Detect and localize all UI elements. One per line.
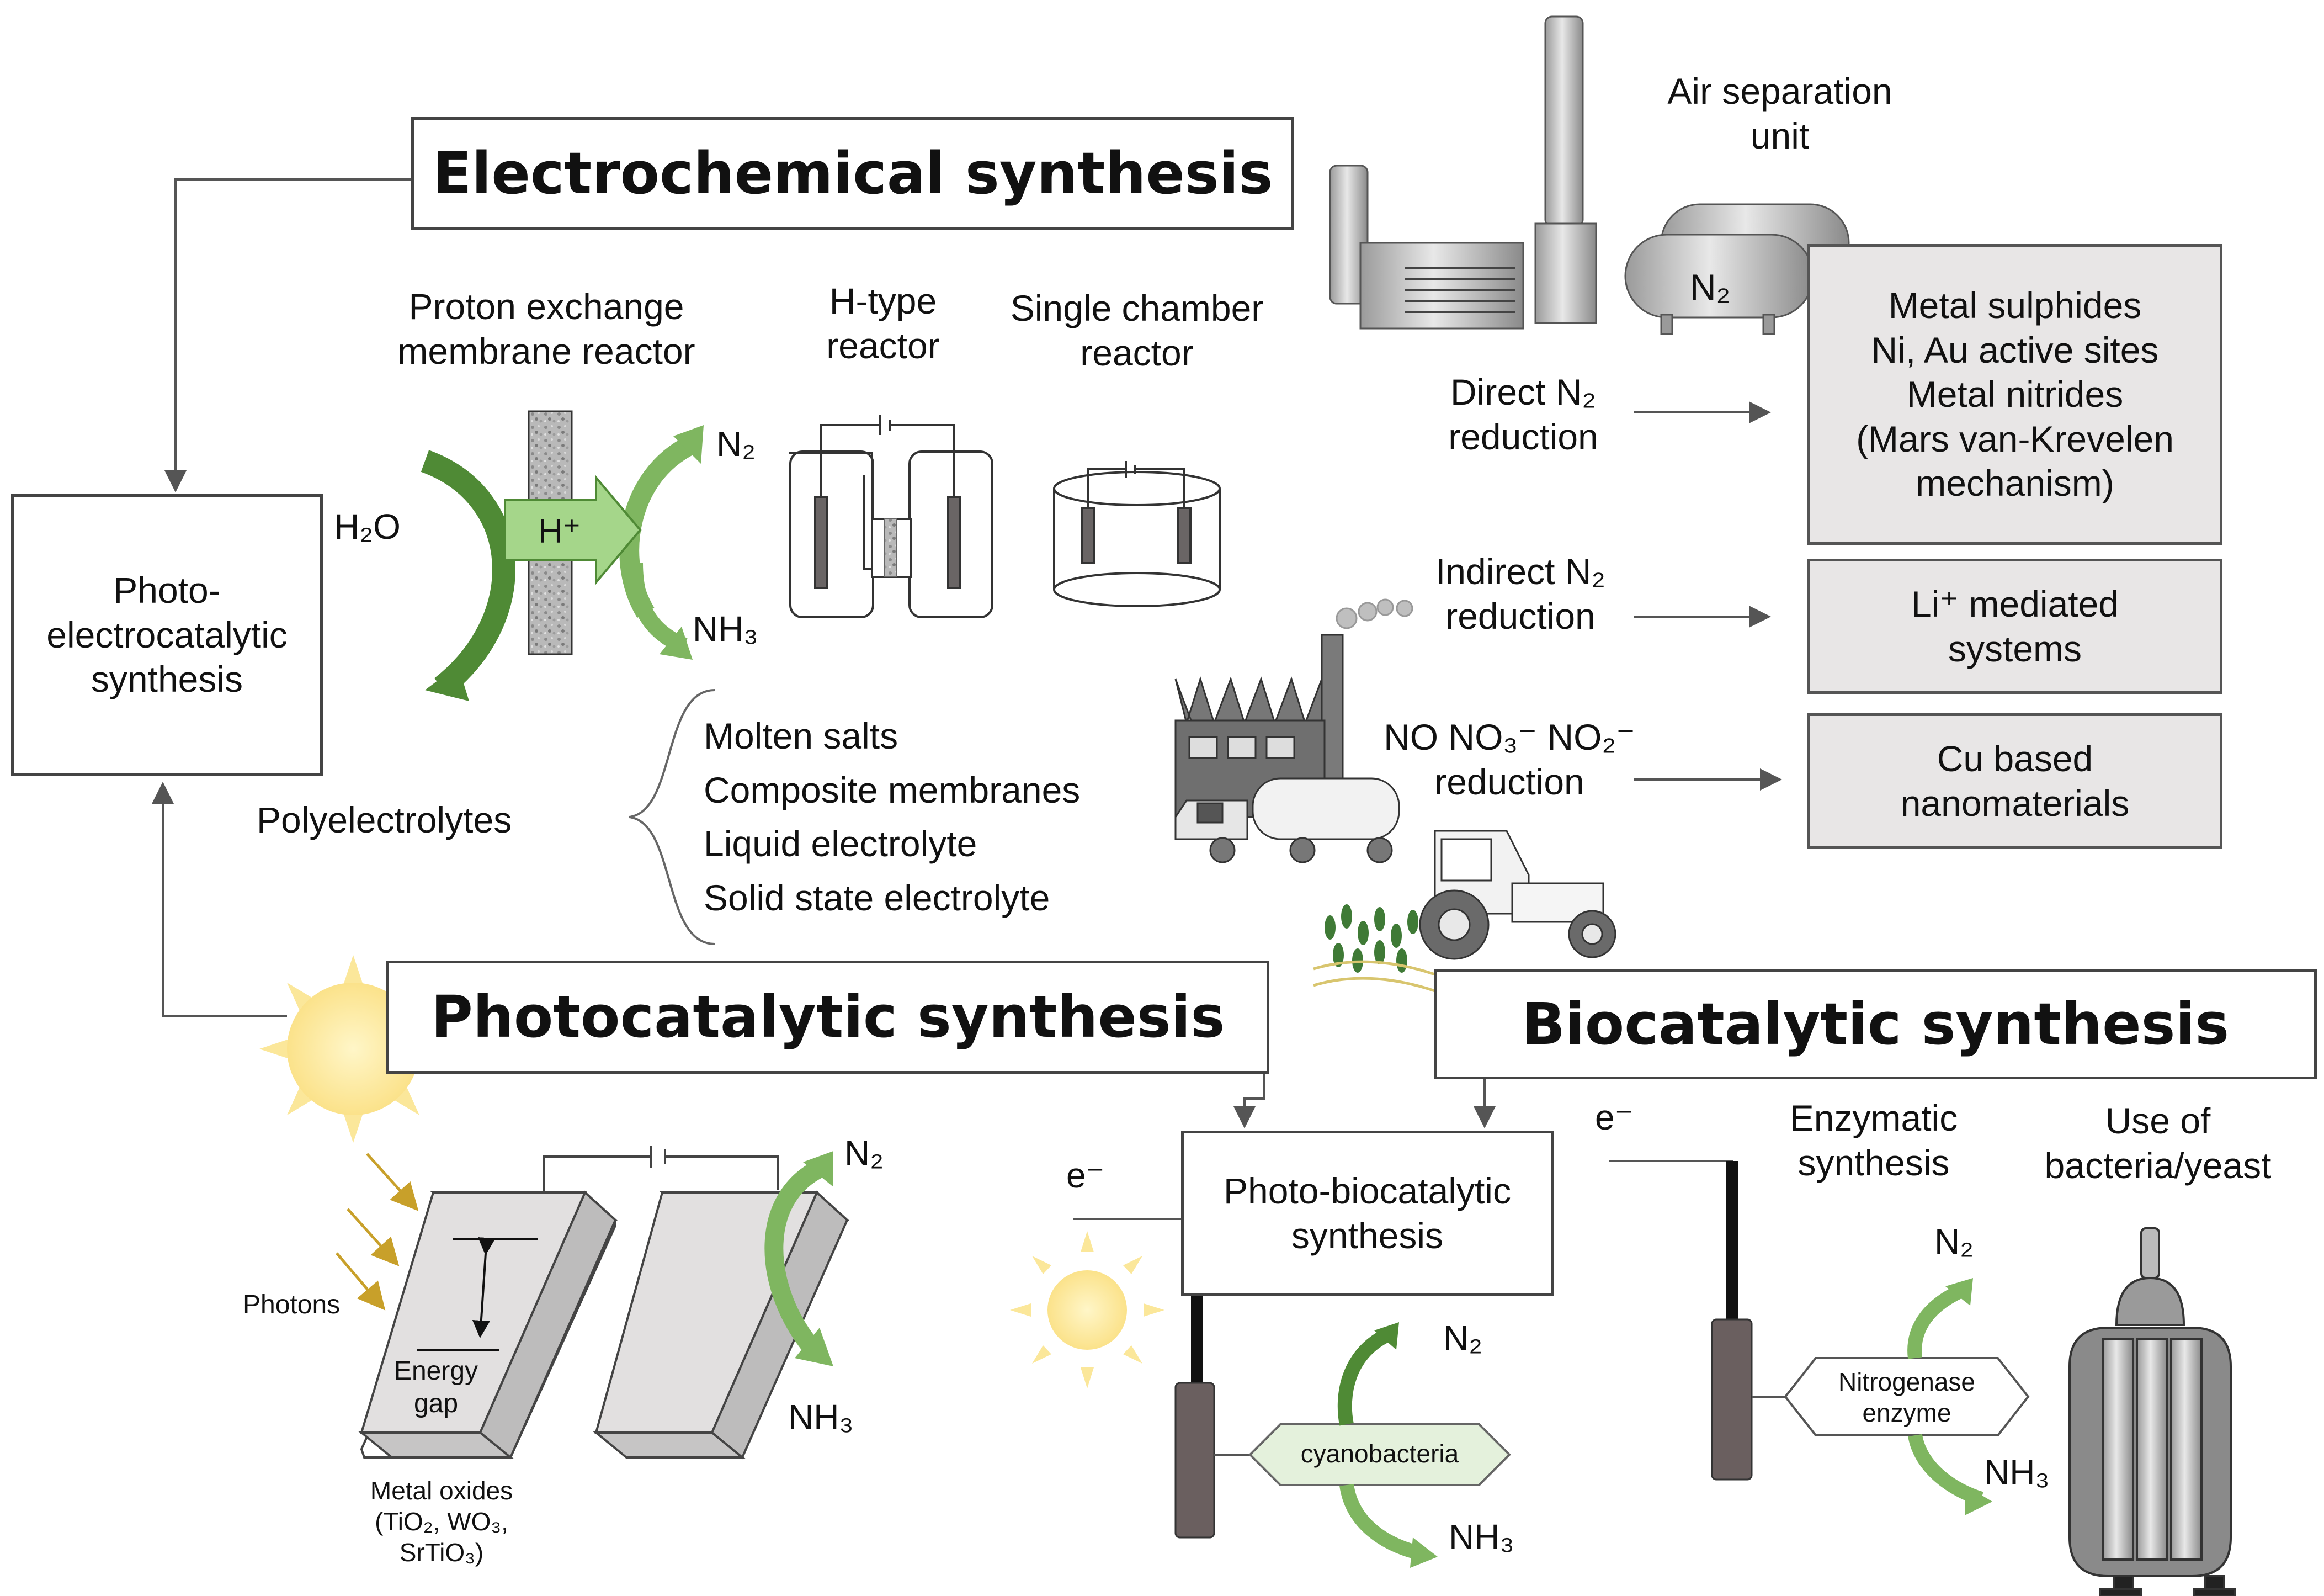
single-chamber-reactor [1053, 461, 1221, 607]
h-type-reactor-label: H-type reactor [826, 280, 940, 366]
h2o-label: H₂O [334, 507, 401, 547]
polyelectrolytes-label: Polyelectrolytes [257, 799, 512, 840]
photoelectrocatalytic-label: Photo- electrocatalytic synthesis [46, 570, 288, 700]
photobio-n2-label: N₂ [1443, 1318, 1483, 1358]
photobio-nh3-label: NH₃ [1449, 1517, 1514, 1557]
photobio-e-label: e⁻ [1066, 1155, 1105, 1195]
li-mediated-box: Li⁺ mediated systems [1807, 559, 2222, 694]
pem-arrow-left-curve [421, 450, 515, 697]
bioreactor-illustration [2068, 1227, 2236, 1596]
pem-reactor-label: Proton exchange membrane reactor [397, 286, 695, 372]
energy-gap-label: Energy gap [393, 1356, 478, 1418]
connector-electro-to-photoelectro [164, 178, 411, 492]
single-chamber-reactor-label: Single chamber reactor [1010, 288, 1264, 373]
cyanobacteria-label: cyanobacteria [1300, 1439, 1459, 1468]
photobio-electrode [1073, 1218, 1511, 1568]
cu-nanomaterials-label: Cu based nanomaterials [1900, 738, 2130, 824]
photocatalytic-heading-box: Photocatalytic synthesis [386, 961, 1269, 1074]
pem-arrow-down-head [660, 627, 693, 660]
photo-n2-label: N₂ [844, 1133, 884, 1173]
pem-arrow-left-head [425, 665, 469, 701]
enzymatic-electrode [1609, 1160, 2030, 1515]
photo-electrodes [358, 1146, 850, 1460]
photo-nh3-label: NH₃ [788, 1397, 854, 1437]
electrochemical-heading: Electrochemical synthesis [432, 140, 1273, 208]
pem-nh3-label: NH₃ [693, 609, 758, 649]
electrolyte-brace [629, 689, 715, 945]
electrolyte-list: Molten salts Composite membranes Liquid … [704, 709, 1080, 925]
enzymatic-nh3-label: NH₃ [1984, 1452, 2050, 1492]
metal-oxides-label: Metal oxides (TiO₂, WO₃, SrTiO₃) [370, 1476, 513, 1567]
metal-catalysts-label: Metal sulphides Ni, Au active sites Meta… [1856, 285, 2174, 504]
pem-reactor [421, 410, 704, 701]
pem-n2-label: N₂ [716, 424, 756, 464]
h-plus-label: H⁺ [538, 512, 581, 550]
electrolyte-item: Composite membranes [704, 769, 1081, 810]
photoelectrocatalytic-box: Photo- electrocatalytic synthesis [11, 494, 323, 776]
photobiocatalytic-label: Photo-biocatalytic synthesis [1224, 1170, 1511, 1256]
electrolyte-item: Solid state electrolyte [704, 877, 1050, 919]
air-separation-label: Air separation unit [1667, 71, 1892, 156]
sun-small [1010, 1231, 1164, 1388]
li-mediated-label: Li⁺ mediated systems [1911, 583, 2119, 669]
connector-photo-to-photobio [1233, 1071, 1265, 1128]
nitrogenase-label: Nitrogenase enzyme [1838, 1367, 1976, 1428]
connector-lines [152, 178, 1782, 1128]
enzymatic-e-label: e⁻ [1595, 1097, 1634, 1137]
direct-reduction-label: Direct N₂ reduction [1448, 372, 1598, 457]
enzymatic-synthesis-label: Enzymatic synthesis [1789, 1097, 1958, 1183]
photocatalytic-heading: Photocatalytic synthesis [430, 983, 1225, 1051]
h-type-reactor [789, 415, 993, 618]
connector-photo-to-photoelectro [152, 782, 287, 1017]
photon-arrows [336, 1153, 419, 1311]
photobiocatalytic-box: Photo-biocatalytic synthesis [1181, 1131, 1554, 1296]
electrolyte-item: Molten salts [704, 715, 898, 756]
enzymatic-n2-label: N₂ [1934, 1222, 1974, 1261]
photons-label: Photons [243, 1290, 341, 1319]
air-unit-n2-label: N₂ [1690, 267, 1731, 307]
indirect-reduction-label: Indirect N₂ reduction [1435, 551, 1606, 637]
nox-reduction-label: NO NO₃⁻ NO₂⁻ reduction [1384, 717, 1635, 802]
electrolyte-item: Liquid electrolyte [704, 823, 977, 865]
photo-green-arrow [764, 1151, 833, 1366]
electrochemical-heading-box: Electrochemical synthesis [411, 117, 1294, 230]
cu-nanomaterials-box: Cu based nanomaterials [1807, 713, 2222, 849]
metal-catalysts-box: Metal sulphides Ni, Au active sites Meta… [1807, 244, 2222, 545]
h-plus-arrow [504, 474, 642, 586]
biocatalytic-heading: Biocatalytic synthesis [1521, 990, 2230, 1058]
bacteria-yeast-label: Use of bacteria/yeast [2044, 1100, 2272, 1186]
factory-illustration [1174, 598, 1616, 1005]
pem-arrow-right-head-top [673, 425, 704, 464]
air-separation-unit [1329, 15, 1850, 335]
biocatalytic-heading-box: Biocatalytic synthesis [1434, 969, 2317, 1079]
